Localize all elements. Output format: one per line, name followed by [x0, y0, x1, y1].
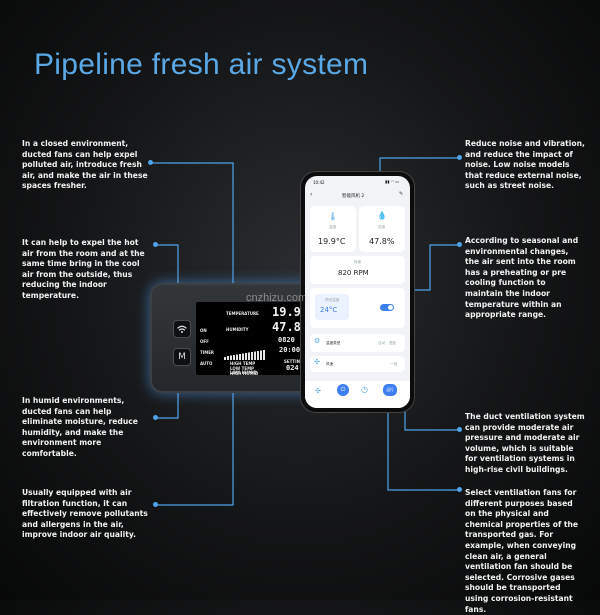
temperature-card: 🌡 温度 19.9°C [310, 206, 356, 252]
mode-row-label: 温度类型 [326, 341, 341, 345]
connector-right-4 [387, 412, 460, 491]
connector-right-3 [404, 405, 460, 431]
connector-left-4 [155, 392, 234, 506]
connector-dot [457, 155, 462, 160]
connector-dot [457, 487, 462, 492]
connector-dot [153, 242, 158, 247]
wifi-icon [177, 325, 187, 333]
power-toggle[interactable] [380, 304, 394, 311]
connector-dot [457, 242, 462, 247]
lcd-temperature-value: 19.9 [272, 305, 301, 319]
header-title: 智能风机 2 [342, 194, 365, 199]
tab-fan-icon[interactable]: ✣ [315, 387, 321, 395]
fan-speed-row[interactable]: ✣ 风速 一档 [310, 356, 405, 372]
connector-left-1 [150, 162, 234, 290]
mode-button[interactable]: M [174, 349, 190, 365]
lcd-humidity-label: HUMIDITY [226, 327, 249, 332]
note-preheat: According to seasonal and environmental … [465, 236, 579, 320]
lcd-setting-value: 024 [286, 364, 299, 372]
note-selection: Select ventilation fans for different pu… [465, 488, 579, 614]
lcd-high-humid: HIGH HUMID [230, 371, 259, 376]
wifi-button[interactable] [174, 321, 190, 337]
lcd-display: TEMPERATURE 19.9 °C HUMIDITY 47.8 %RH ON… [196, 302, 320, 376]
humidity-value: 47.8% [369, 237, 395, 246]
lcd-speed-value: 0820 [278, 336, 295, 344]
connector-right-1 [379, 157, 460, 175]
bottom-tabbar: ✣ ⏻ ◷ 运行 [305, 381, 410, 408]
humidity-card: 💧 湿度 47.8% [359, 206, 405, 252]
phone: 10:42 ▮▮ ◠ ▭ ‹ 智能风机 2 ✎ 🌡 温度 19.9°C 💧 湿度… [301, 172, 414, 412]
fan-speed-label: 风速 [326, 362, 334, 366]
back-icon[interactable]: ‹ [310, 191, 313, 198]
note-humidity: In humid environments, ducted fans can h… [22, 396, 138, 458]
lcd-humidity-value: 47.8 [272, 320, 301, 334]
lcd-low-temp: LOW TEMP [230, 366, 254, 371]
status-time: 10:42 [313, 180, 325, 185]
connector-dot [153, 502, 158, 507]
phone-screen: 10:42 ▮▮ ◠ ▭ ‹ 智能风机 2 ✎ 🌡 温度 19.9°C 💧 湿度… [305, 176, 410, 408]
preset-temp-label: 预设温度 [325, 298, 340, 302]
speed-label: 转速 [354, 260, 362, 264]
fan-icon: ✣ [314, 358, 320, 366]
temperature-label: 温度 [329, 225, 337, 229]
wall-controller: M TEMPERATURE 19.9 °C HUMIDITY 47.8 %RH … [150, 283, 328, 393]
droplet-icon: 💧 [377, 211, 387, 220]
thermometer-icon: 🌡 [328, 212, 339, 221]
connector-right-2 [414, 244, 460, 291]
connector-dot [457, 427, 462, 432]
edit-icon[interactable]: ✎ [399, 191, 404, 197]
lcd-speed-bars [224, 350, 265, 360]
note-filtration: Usually equipped with air filtration fun… [22, 488, 148, 540]
mode-row-value: 自动 · 湿度 [378, 341, 396, 345]
connector-dot [148, 160, 153, 165]
humidity-label: 湿度 [378, 225, 386, 229]
lcd-on: ON [200, 328, 207, 333]
fan-speed-value: 一档 [390, 362, 398, 366]
connector-left-3 [155, 392, 179, 419]
lcd-off: OFF [200, 339, 209, 344]
temperature-value: 19.9°C [318, 237, 346, 246]
page-title: Pipeline fresh air system [34, 48, 369, 81]
lcd-temperature-label: TEMPERATURE [226, 311, 259, 316]
tab-timer-icon[interactable]: ◷ [361, 385, 368, 394]
speed-card: 转速 820 RPM [310, 256, 405, 284]
mode-row[interactable]: ⚙ 温度类型 自动 · 湿度 [310, 334, 405, 352]
lcd-setting-label: SETTING [284, 359, 304, 364]
tab-power-icon[interactable]: ⏻ [337, 384, 349, 396]
connector-left-2 [155, 244, 179, 290]
watermark: cnzhizu.com [246, 292, 308, 304]
preset-temp-card: 预设温度 24°C [310, 288, 405, 328]
connector-dot [153, 415, 158, 420]
tab-run[interactable]: 运行 [383, 384, 397, 396]
status-icons: ▮▮ ◠ ▭ [385, 179, 400, 184]
speed-value: 820 RPM [338, 269, 369, 277]
preset-temp-box[interactable]: 预设温度 24°C [315, 294, 349, 320]
gear-icon: ⚙ [314, 337, 321, 345]
lcd-high-temp: HIGH TEMP [230, 361, 256, 366]
connector-lines [150, 157, 460, 506]
note-noise: Reduce noise and vibration, and reduce t… [465, 139, 585, 191]
preset-temp-value: 24°C [320, 306, 338, 314]
lcd-time-value: 20:00 [279, 346, 301, 354]
note-fresh-air: In a closed environment, ducted fans can… [22, 139, 148, 191]
lcd-timer: TIMER [200, 350, 215, 355]
lcd-auto: AUTO [200, 361, 213, 366]
lcd-low-humid: LOW HUMID [230, 370, 257, 375]
note-pressure: The duct ventilation system can provide … [465, 412, 585, 474]
note-cooling: It can help to expel the hot air from th… [22, 238, 145, 300]
